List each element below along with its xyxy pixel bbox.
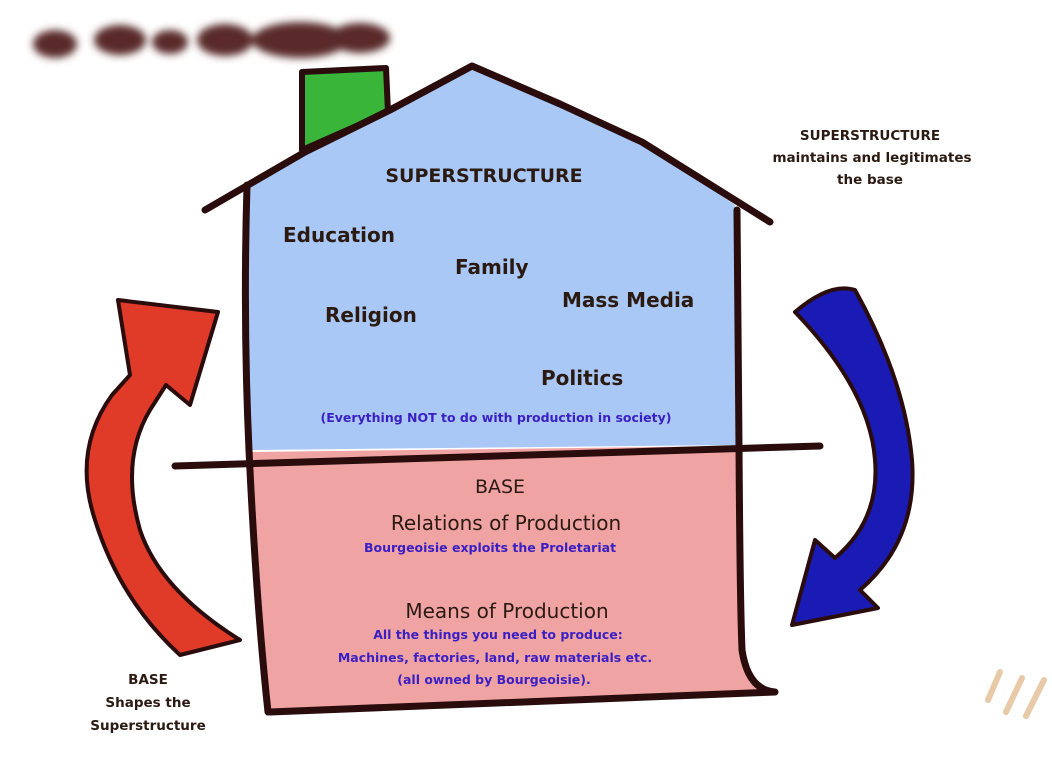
corner-hatch-marks (988, 672, 1044, 716)
base-shapes-superstructure-arrow (87, 300, 240, 655)
item-family: Family (455, 255, 529, 279)
base-title: BASE (475, 476, 525, 498)
annotation-left-line3: Superstructure (90, 718, 205, 734)
superstructure-note: (Everything NOT to do with production in… (320, 410, 671, 425)
superstructure-maintains-base-arrow (792, 288, 913, 625)
item-mass-media: Mass Media (562, 288, 694, 312)
chimney-smoke (33, 22, 390, 58)
annotation-left-line2: Shapes the (105, 695, 190, 711)
superstructure-title: SUPERSTRUCTURE (385, 165, 582, 187)
means-of-production-line1: All the things you need to produce: (373, 627, 623, 642)
item-politics: Politics (541, 366, 623, 390)
annotation-right-line3: the base (837, 172, 903, 188)
means-of-production-heading: Means of Production (405, 599, 608, 623)
item-education: Education (283, 223, 395, 247)
means-of-production-line2: Machines, factories, land, raw materials… (338, 650, 652, 665)
annotation-right-line2: maintains and legitimates (772, 150, 971, 166)
means-of-production-line3: (all owned by Bourgeoisie). (397, 672, 590, 687)
annotation-left-line1: BASE (128, 672, 168, 688)
relations-of-production-heading: Relations of Production (391, 511, 621, 535)
item-religion: Religion (325, 303, 417, 327)
annotation-right-line1: SUPERSTRUCTURE (800, 128, 940, 144)
relations-of-production-description: Bourgeoisie exploits the Proletariat (364, 540, 616, 555)
